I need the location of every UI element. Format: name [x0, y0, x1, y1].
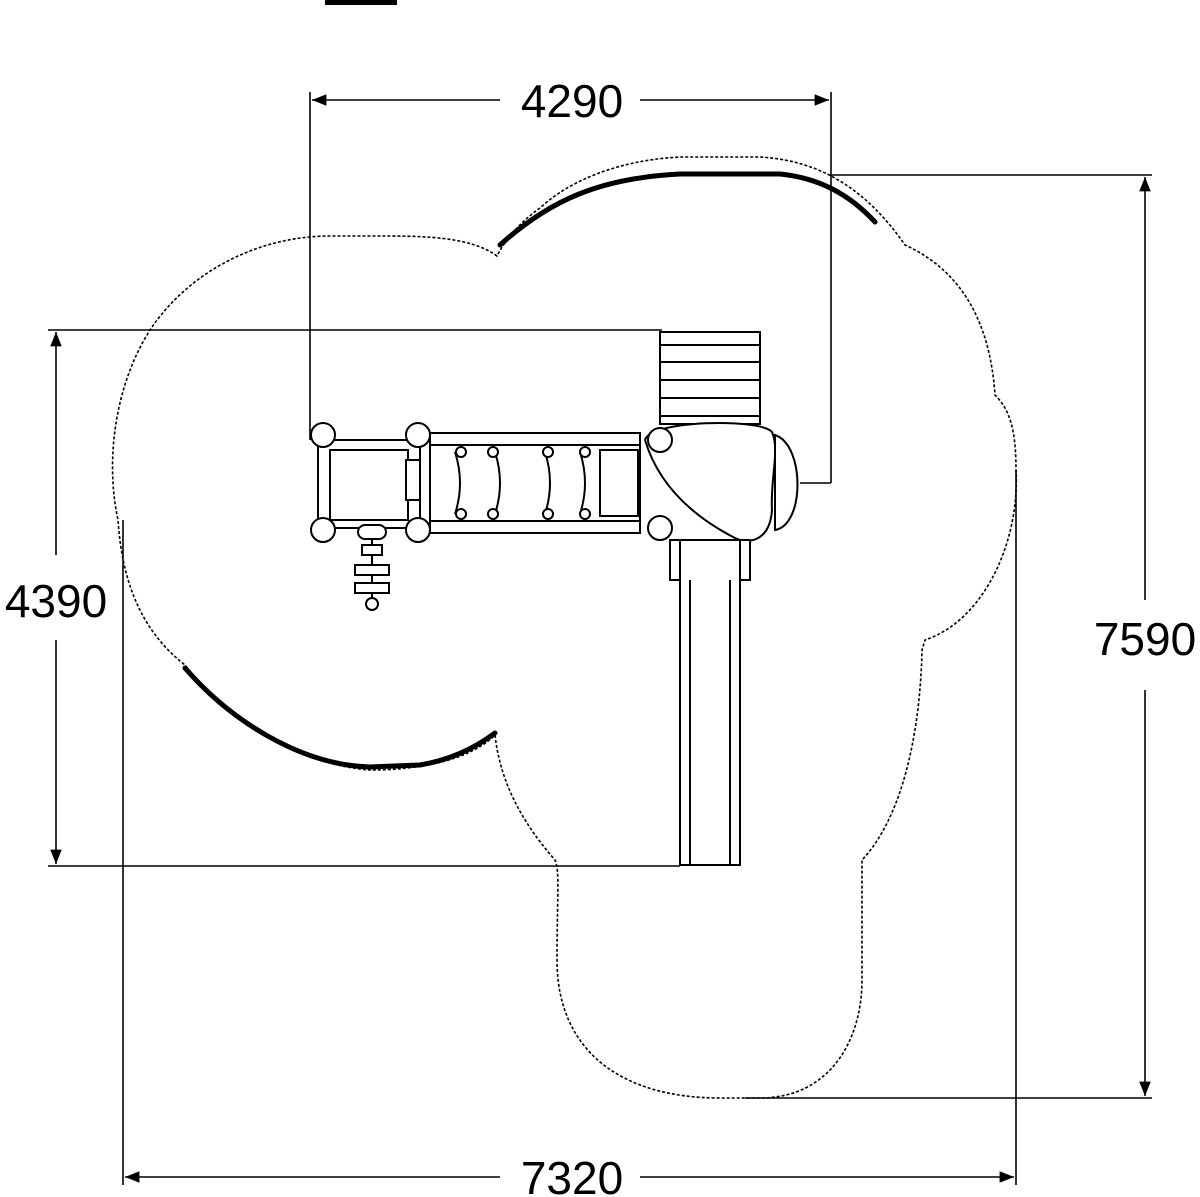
dimension-left-label: 4390 — [5, 575, 107, 627]
title-bar-mark — [325, 0, 397, 5]
dimension-bottom-label: 7320 — [521, 1152, 623, 1197]
safety-zone-outline — [111, 156, 1018, 1099]
dimension-top-label: 4290 — [521, 75, 623, 127]
dimension-right-label: 7590 — [1094, 613, 1196, 665]
dimension-lines — [48, 92, 1152, 1185]
play-structure — [310, 331, 799, 866]
